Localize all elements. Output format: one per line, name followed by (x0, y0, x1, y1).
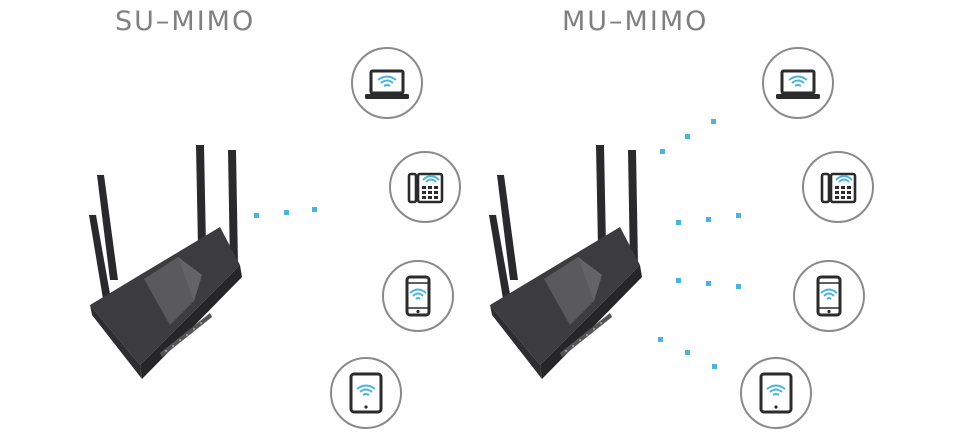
mu-device-smartphone (793, 260, 865, 332)
su-device-smartphone (382, 260, 454, 332)
su-signal-dots (254, 207, 317, 218)
mu-device-deskphone (802, 151, 874, 223)
su-device-tablet (330, 357, 402, 429)
mu-signal-dots (658, 119, 741, 369)
su-device-laptop (351, 47, 423, 119)
mu-device-laptop (762, 47, 834, 119)
su-router (89, 145, 242, 379)
mu-device-tablet (740, 357, 812, 429)
su-device-deskphone (389, 151, 461, 223)
mu-router (489, 145, 642, 379)
mu-mimo-title: MU–MIMO (562, 6, 709, 37)
su-mimo-title: SU–MIMO (115, 6, 256, 37)
